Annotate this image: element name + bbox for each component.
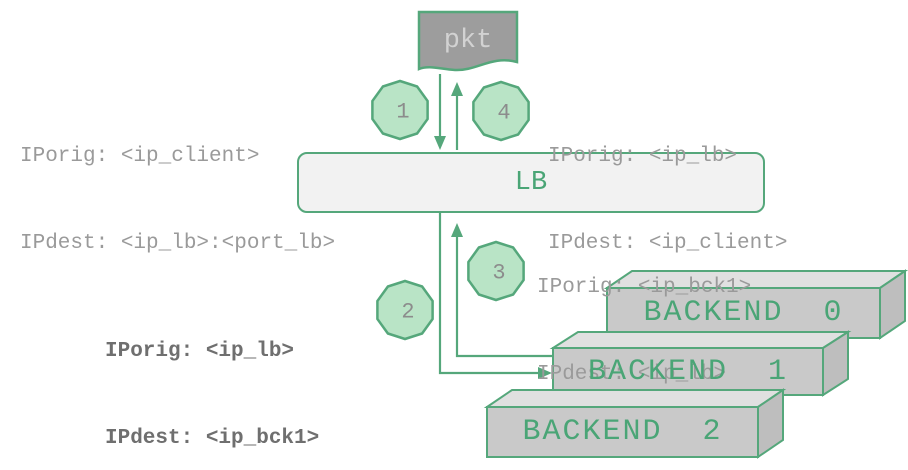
step-4-line-iporig: IPorig: <ip_lb> [548,145,738,168]
backend-2-label: BACKEND 2 [522,415,723,449]
step-1-annotation: IPorig: <ip_client> IPdest: <ip_lb>:<por… [20,84,335,316]
step-1-number: 1 [396,99,410,125]
step-2-line-iporig: IPorig: <ip_lb> [105,340,295,363]
step-badge-4 [472,80,530,142]
step-3-number: 3 [492,260,506,286]
backend-box-0 [603,269,908,340]
step-4-annotation: IPorig: <ip_lb> IPdest: <ip_client> [548,84,787,316]
arrow-lb-to-packet [451,82,463,150]
step-badge-1 [371,79,429,141]
lb-node: LB [297,152,765,213]
step-2-annotation: IPorig: <ip_lb> IPdest: <ip_bck1> [105,279,319,470]
step-1-line-ipdest: IPdest: <ip_lb>:<port_lb> [20,232,336,255]
lb-label: LB [514,167,548,198]
backend-0-front-face [606,287,881,339]
backend-box-1 [549,330,852,397]
backend-box-2 [483,388,787,459]
step-3-line-ipdest: IPdest: <ip_lb> [537,363,727,386]
backend-1-front-face [552,347,824,396]
arrow-backend1-to-lb [451,223,553,358]
arrow-packet-to-lb [434,74,446,150]
backend-2-front-face [486,406,759,458]
packet-label: pkt [443,26,493,56]
step-badge-3 [467,240,525,302]
backend-1-label: BACKEND 1 [587,354,789,389]
step-3-line-iporig: IPorig: <ip_bck1> [537,276,752,299]
arrow-lb-to-backend1 [438,213,552,379]
step-2-number: 2 [401,299,415,325]
step-3-annotation: IPorig: <ip_bck1> IPdest: <ip_lb> [537,215,751,447]
step-2-line-ipdest: IPdest: <ip_bck1> [105,427,320,450]
step-4-line-ipdest: IPdest: <ip_client> [548,232,788,255]
backend-0-label: BACKEND 0 [643,296,844,330]
step-badge-2 [376,279,434,341]
packet-shape [417,10,519,72]
step-1-line-iporig: IPorig: <ip_client> [20,145,260,168]
step-4-number: 4 [497,100,511,126]
